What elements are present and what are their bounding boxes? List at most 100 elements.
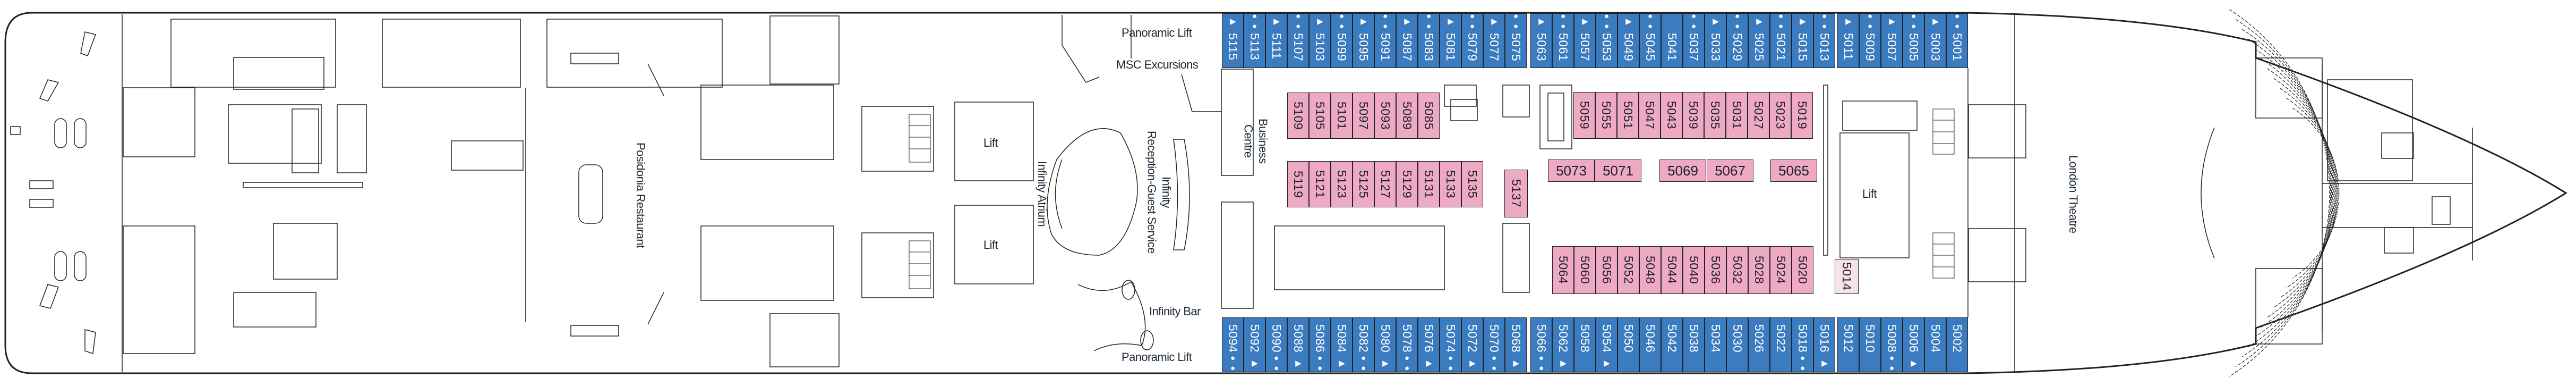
cabin-5023[interactable]: 5023 <box>1769 92 1791 139</box>
cabin-5049[interactable]: ▶5049 <box>1618 13 1639 68</box>
cabin-5119[interactable]: 5119 <box>1287 161 1309 207</box>
cabin-5068[interactable]: ▶5068 <box>1505 317 1527 372</box>
cabin-5109[interactable]: 5109 <box>1287 93 1309 139</box>
cabin-5018[interactable]: ●●5018 <box>1792 317 1813 374</box>
cabin-5086[interactable]: ●●5086 <box>1309 317 1331 374</box>
cabin-5040[interactable]: 5040 <box>1683 246 1705 294</box>
cabin-5121[interactable]: 5121 <box>1309 161 1331 207</box>
cabin-5037[interactable]: ●●5037 <box>1683 12 1705 68</box>
cabin-5097[interactable]: 5097 <box>1353 93 1374 139</box>
cabin-5016[interactable]: ▶5016 <box>1813 317 1835 372</box>
cabin-5081[interactable]: ▶5081 <box>1440 13 1461 68</box>
cabin-5043[interactable]: 5043 <box>1661 92 1682 139</box>
cabin-5083[interactable]: ●●5083 <box>1418 12 1440 68</box>
cabin-5019[interactable]: 5019 <box>1791 92 1813 139</box>
cabin-5011[interactable]: ▶5011 <box>1837 13 1859 68</box>
cabin-5060[interactable]: 5060 <box>1574 246 1596 294</box>
cabin-5065[interactable]: 5065 <box>1770 160 1817 182</box>
cabin-5078[interactable]: ●●5078 <box>1396 317 1418 374</box>
cabin-5074[interactable]: ●●5074 <box>1440 317 1461 374</box>
cabin-5127[interactable]: 5127 <box>1374 161 1396 207</box>
cabin-5070[interactable]: ●●5070 <box>1483 317 1505 374</box>
cabin-5101[interactable]: 5101 <box>1331 93 1353 139</box>
cabin-5044[interactable]: 5044 <box>1661 246 1683 294</box>
cabin-5032[interactable]: 5032 <box>1726 246 1748 294</box>
cabin-5014[interactable]: 5014 <box>1835 259 1859 294</box>
cabin-5033[interactable]: ▶5033 <box>1705 13 1726 68</box>
cabin-5079[interactable]: ●●5079 <box>1461 12 1483 68</box>
cabin-5064[interactable]: 5064 <box>1552 246 1574 294</box>
cabin-5053[interactable]: ●●5053 <box>1596 12 1618 68</box>
cabin-5092[interactable]: ▶5092 <box>1244 317 1265 372</box>
cabin-5076[interactable]: ▶5076 <box>1418 317 1440 372</box>
cabin-5058[interactable]: 5058 <box>1574 317 1596 372</box>
cabin-5103[interactable]: ▶5103 <box>1309 13 1331 68</box>
cabin-5027[interactable]: 5027 <box>1748 92 1769 139</box>
cabin-5094[interactable]: ●●5094 <box>1222 317 1244 374</box>
cabin-5038[interactable]: 5038 <box>1683 317 1705 372</box>
cabin-5056[interactable]: 5056 <box>1596 246 1618 294</box>
cabin-5021[interactable]: ●●5021 <box>1770 12 1792 68</box>
cabin-5041[interactable]: 5041 <box>1661 13 1683 68</box>
cabin-5111[interactable]: ▶5111 <box>1265 13 1287 68</box>
cabin-5072[interactable]: ▶5072 <box>1461 317 1483 372</box>
cabin-5071[interactable]: 5071 <box>1595 160 1641 182</box>
cabin-5075[interactable]: ●●5075 <box>1505 12 1527 68</box>
cabin-5057[interactable]: ▶5057 <box>1574 13 1596 68</box>
cabin-5030[interactable]: 5030 <box>1726 317 1748 372</box>
cabin-5131[interactable]: 5131 <box>1418 161 1440 207</box>
cabin-5055[interactable]: 5055 <box>1595 92 1617 139</box>
cabin-5045[interactable]: ●●5045 <box>1639 12 1661 68</box>
cabin-5125[interactable]: 5125 <box>1353 161 1374 207</box>
cabin-5025[interactable]: ▶5025 <box>1748 13 1770 68</box>
cabin-5013[interactable]: ●●5013 <box>1813 12 1835 68</box>
cabin-5090[interactable]: ●●5090 <box>1265 317 1287 374</box>
cabin-5002[interactable]: 5002 <box>1946 317 1968 372</box>
cabin-5115[interactable]: ▶5115 <box>1222 13 1244 68</box>
cabin-5084[interactable]: ▶5084 <box>1331 317 1353 372</box>
cabin-5010[interactable]: 5010 <box>1859 317 1881 372</box>
cabin-5039[interactable]: 5039 <box>1682 92 1704 139</box>
cabin-5105[interactable]: 5105 <box>1309 93 1331 139</box>
cabin-5073[interactable]: 5073 <box>1548 160 1595 182</box>
cabin-5009[interactable]: ●●5009 <box>1859 12 1881 68</box>
cabin-5052[interactable]: 5052 <box>1618 246 1639 294</box>
cabin-5077[interactable]: ▶5077 <box>1483 13 1505 68</box>
cabin-5003[interactable]: ▶5003 <box>1924 13 1946 68</box>
cabin-5095[interactable]: ▶5095 <box>1353 13 1374 68</box>
cabin-5050[interactable]: 5050 <box>1618 317 1639 372</box>
cabin-5034[interactable]: 5034 <box>1705 317 1726 372</box>
cabin-5133[interactable]: 5133 <box>1440 161 1461 207</box>
cabin-5008[interactable]: ●●5008 <box>1881 317 1903 374</box>
cabin-5042[interactable]: 5042 <box>1661 317 1683 372</box>
cabin-5005[interactable]: ●●5005 <box>1903 12 1924 68</box>
cabin-5082[interactable]: ●●5082 <box>1353 317 1374 374</box>
cabin-5022[interactable]: 5022 <box>1770 317 1792 372</box>
cabin-5061[interactable]: ●●5061 <box>1552 12 1574 68</box>
cabin-5001[interactable]: ●●5001 <box>1946 12 1968 68</box>
cabin-5054[interactable]: ▶5054 <box>1596 317 1618 372</box>
cabin-5046[interactable]: 5046 <box>1639 317 1661 372</box>
cabin-5035[interactable]: 5035 <box>1704 92 1726 139</box>
cabin-5129[interactable]: 5129 <box>1396 161 1418 207</box>
cabin-5012[interactable]: 5012 <box>1837 317 1859 372</box>
cabin-5080[interactable]: ▶5080 <box>1374 317 1396 372</box>
cabin-5093[interactable]: 5093 <box>1374 93 1396 139</box>
cabin-5123[interactable]: 5123 <box>1331 161 1353 207</box>
cabin-5062[interactable]: ▶5062 <box>1552 317 1574 372</box>
cabin-5036[interactable]: 5036 <box>1705 246 1726 294</box>
cabin-5063[interactable]: ▶5063 <box>1530 13 1552 68</box>
cabin-5069[interactable]: 5069 <box>1659 160 1706 182</box>
cabin-5099[interactable]: ●●5099 <box>1331 12 1353 68</box>
cabin-5091[interactable]: ●●5091 <box>1374 12 1396 68</box>
cabin-5059[interactable]: 5059 <box>1573 92 1595 139</box>
cabin-5028[interactable]: 5028 <box>1748 246 1770 294</box>
cabin-5004[interactable]: 5004 <box>1924 317 1946 372</box>
cabin-5031[interactable]: 5031 <box>1726 92 1748 139</box>
cabin-5107[interactable]: ●●5107 <box>1287 12 1309 68</box>
cabin-5020[interactable]: 5020 <box>1792 246 1813 294</box>
cabin-5085[interactable]: 5085 <box>1418 93 1440 139</box>
cabin-5067[interactable]: 5067 <box>1707 160 1753 182</box>
cabin-5089[interactable]: 5089 <box>1396 93 1418 139</box>
cabin-5113[interactable]: ●●5113 <box>1244 12 1265 68</box>
